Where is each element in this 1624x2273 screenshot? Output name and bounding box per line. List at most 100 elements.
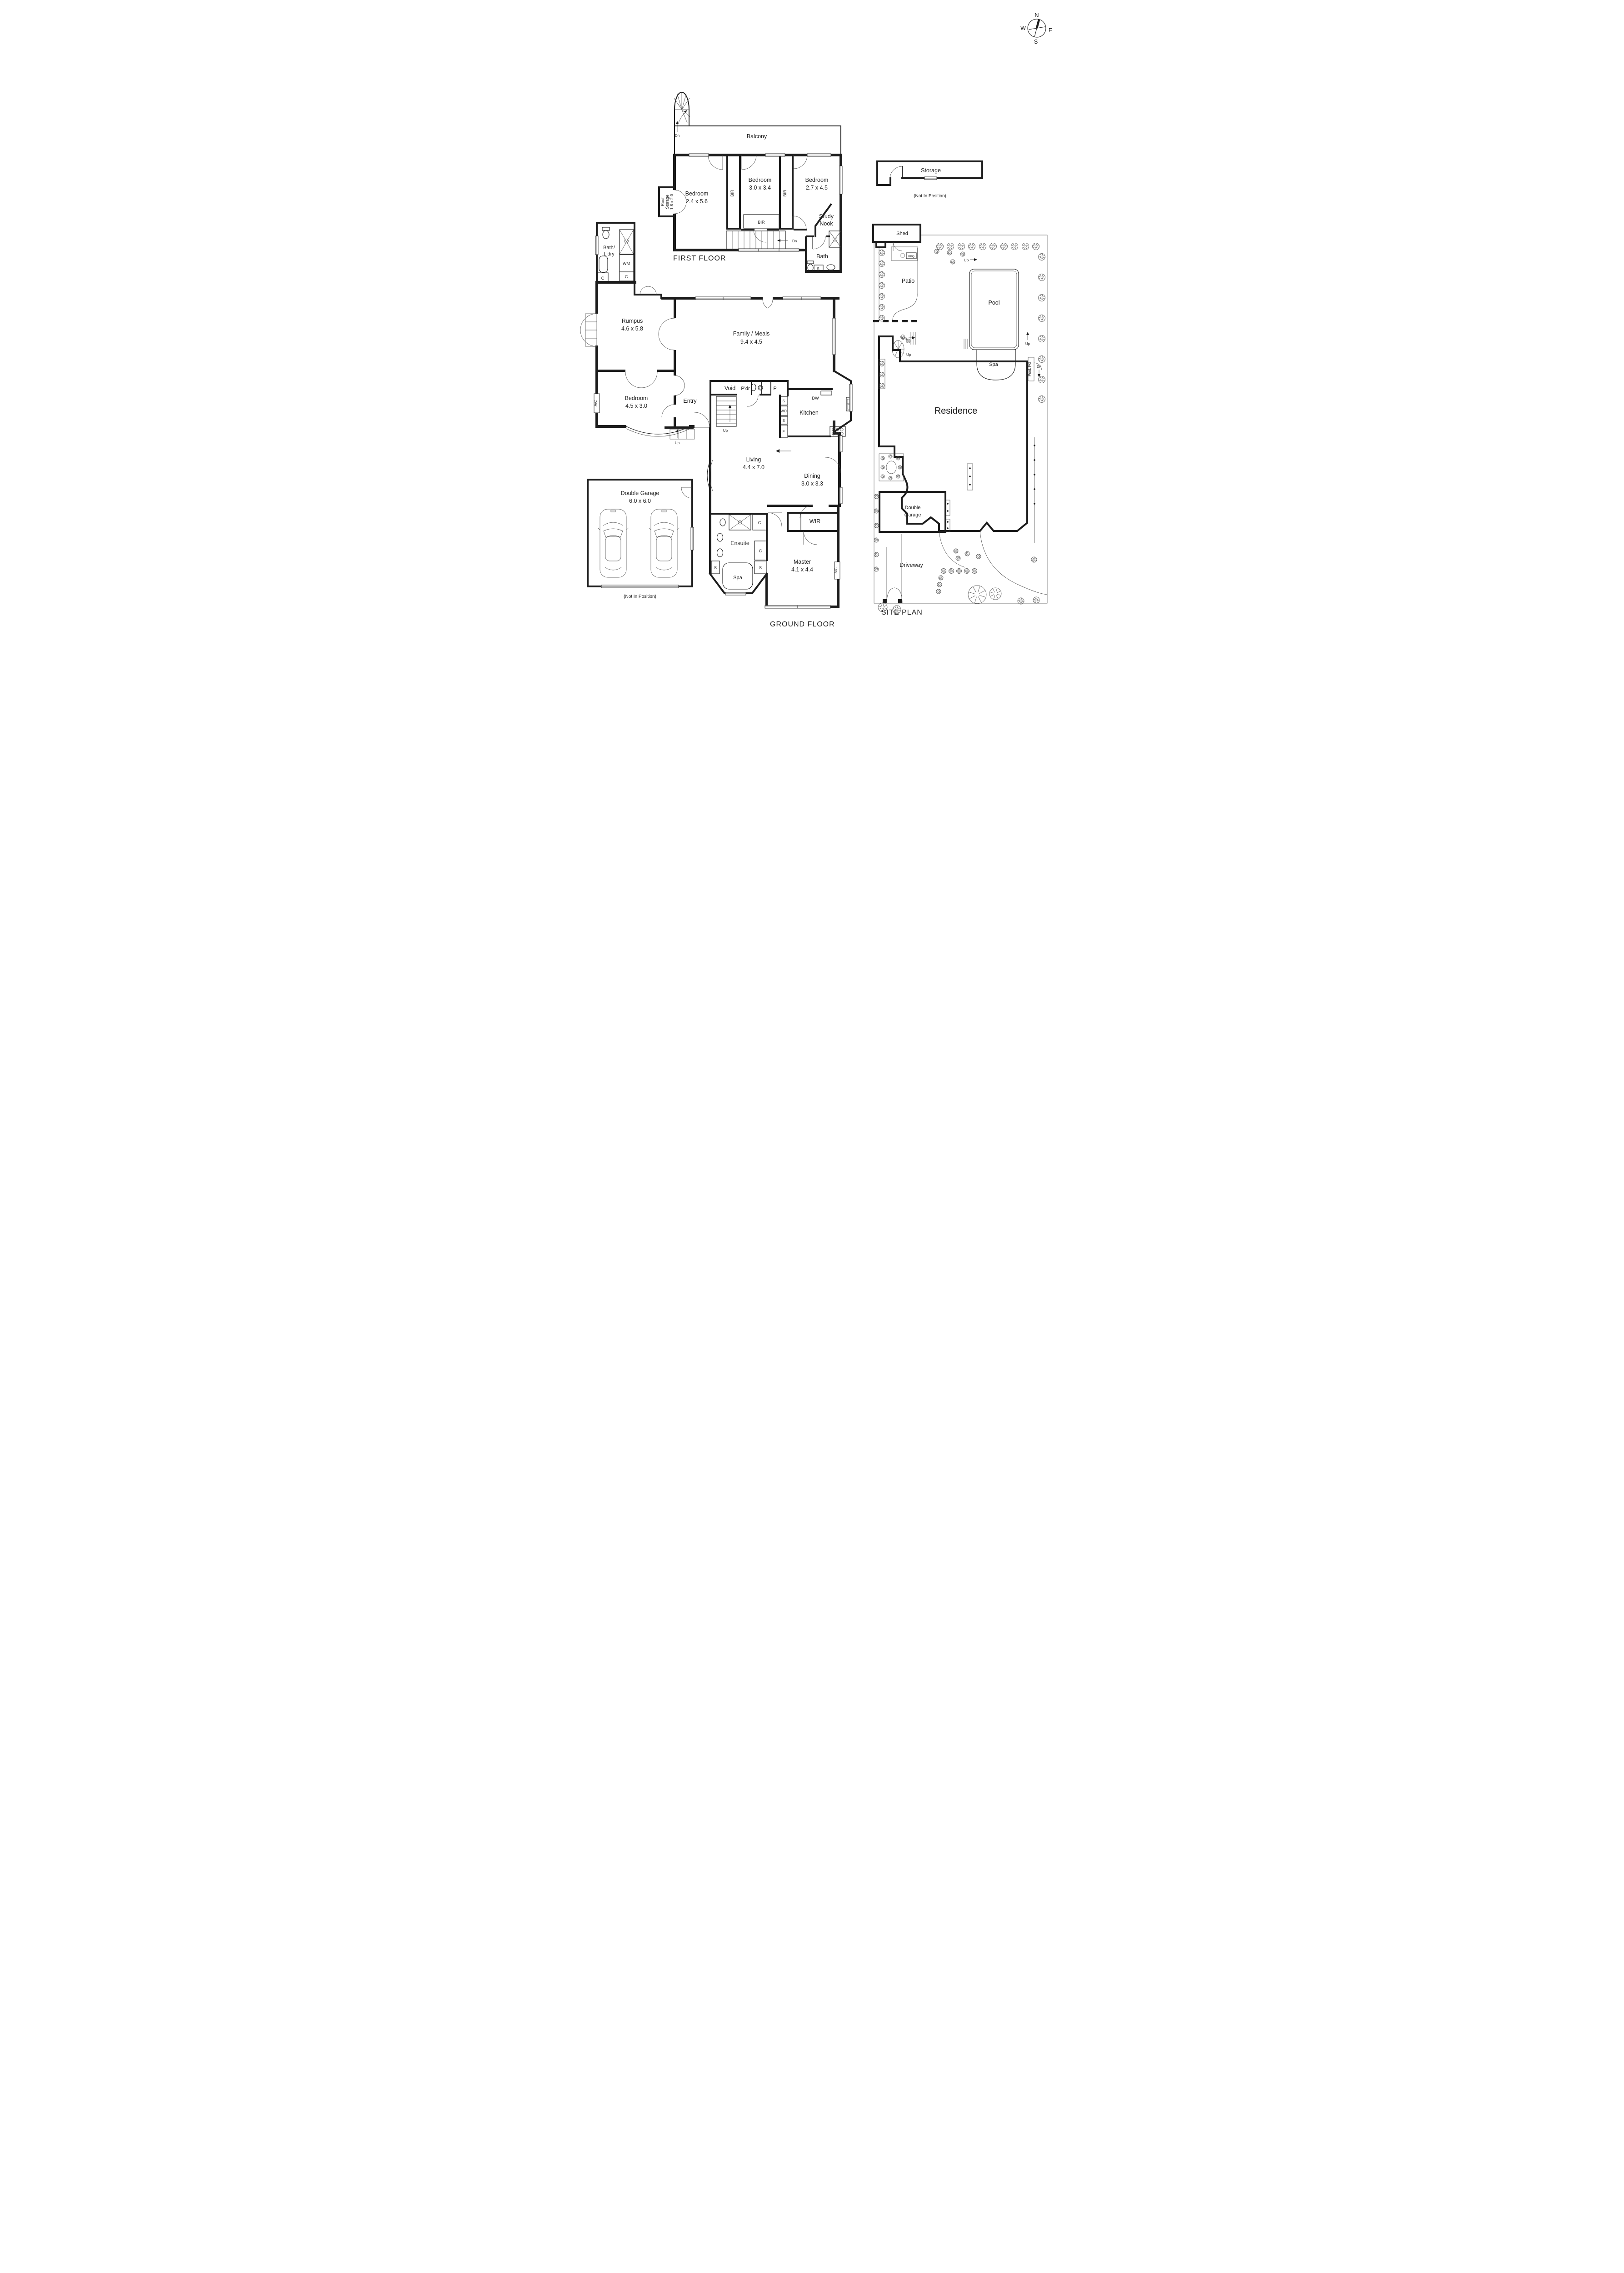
gf-family-dims: 9.4 x 4.5 <box>740 339 762 345</box>
car-icon <box>648 509 680 578</box>
kitchen-s2-label: S <box>782 419 785 423</box>
tree-icon <box>1038 315 1045 322</box>
tree-icon <box>989 587 1002 600</box>
roof-storage-line1: Roof <box>660 197 665 206</box>
kitchen-wo-label: WO <box>780 409 787 413</box>
gf-master-ac: A/C <box>834 567 838 574</box>
site-garage-line1: Double <box>905 505 921 511</box>
site-up-steps-label: Up <box>964 258 969 262</box>
tree-icon <box>1038 355 1045 363</box>
gf-p-label: P <box>773 386 776 391</box>
site-up-spiral-label: Up <box>906 353 911 357</box>
tree-icon <box>879 383 884 388</box>
tree-icon <box>1000 243 1008 250</box>
ff-bed3-dims: 2.7 x 4.5 <box>806 185 828 191</box>
ff-bed1-dims: 2.4 x 5.6 <box>686 198 708 205</box>
ff-bir1-label: BIR <box>730 190 735 197</box>
tree-icon <box>1038 253 1045 260</box>
gf-entry-label: Entry <box>683 398 697 404</box>
tree-icon <box>1038 376 1045 383</box>
ff-bed2-dims: 3.0 x 3.4 <box>749 185 771 191</box>
gf-rumpus-label: Rumpus <box>622 318 643 324</box>
gf-stairs-icon: Up <box>716 396 737 433</box>
car-icon <box>597 509 629 578</box>
ff-bed1-label: Bedroom <box>685 190 709 197</box>
tree-icon <box>1011 243 1018 250</box>
ground-floor-plan: Bath/ L'dry WM C C <box>580 222 852 628</box>
tree-icon <box>874 508 879 514</box>
site-garage-line2: Garage <box>904 512 921 518</box>
ff-bath-s-label: S <box>817 267 819 271</box>
gf-rumpus-dims: 4.6 x 5.8 <box>621 325 643 332</box>
gf-entry-up-label: Up <box>675 441 680 445</box>
residence-outline <box>878 335 1028 532</box>
site-pool-label: Pool <box>988 300 999 306</box>
ff-stairs-dn-label: Dn <box>792 239 797 243</box>
ff-bed3-label: Bedroom <box>805 177 829 183</box>
tree-icon <box>956 568 962 574</box>
spiral-dn-label: Dn <box>675 134 680 138</box>
tree-icon <box>879 260 885 267</box>
tree-icon <box>879 282 885 289</box>
gf-family-label: Family / Meals <box>733 330 770 337</box>
gf-spa-label: Spa <box>733 575 742 581</box>
tree-icon <box>900 335 905 339</box>
gf-garage-note: (Not In Position) <box>624 594 656 599</box>
compass-icon: N W E S <box>1020 12 1052 45</box>
balcony-label: Balcony <box>747 133 767 140</box>
tree-icon <box>880 456 885 461</box>
tree-icon <box>880 474 885 479</box>
tree-icon <box>896 456 900 461</box>
ff-stairs-icon: Dn <box>726 230 797 250</box>
compass-n: N <box>1034 12 1039 19</box>
gf-pdr-label: P'dr <box>741 386 750 391</box>
site-garage-outline <box>879 491 946 533</box>
kitchen-dw-label: DW <box>812 396 819 401</box>
tree-icon <box>972 568 977 574</box>
tree-icon <box>892 605 901 614</box>
tree-icon <box>879 271 885 278</box>
tree-icon <box>896 474 900 479</box>
tree-icon <box>1038 396 1045 403</box>
gf-c3-label: C <box>758 521 761 525</box>
tree-icon <box>879 250 885 256</box>
gf-master-label: Master <box>794 559 811 565</box>
tree-icon <box>941 568 946 574</box>
balcony-outline <box>674 125 841 155</box>
ff-study-line2: Nook <box>819 220 833 227</box>
tree-icon <box>1038 294 1045 301</box>
roof-storage-line2: Storage <box>665 195 670 209</box>
gf-bedroom-ac: A/C <box>594 400 598 406</box>
tree-icon <box>947 250 952 255</box>
gf-garage-dims: 6.0 x 6.0 <box>629 498 651 504</box>
tree-icon <box>879 304 885 310</box>
kitchen-s1-label: S <box>782 399 785 403</box>
ff-bath-label: Bath <box>816 253 828 260</box>
tree-icon <box>936 589 941 594</box>
site-patio-label: Patio <box>902 278 915 284</box>
roof-storage-dims: 1.8 x 2.0 <box>670 194 674 210</box>
gf-s3-label: S <box>714 566 717 570</box>
site-poolfg-label: PooL FG <box>1028 362 1032 376</box>
first-floor-plan: Dn Balcony BIR <box>658 92 842 273</box>
tree-icon <box>950 259 955 265</box>
tree-icon <box>968 585 987 604</box>
gf-stairs-up-label: Up <box>723 429 728 433</box>
tree-icon <box>979 243 986 250</box>
tree-icon <box>934 249 939 254</box>
first-floor-title: FIRST FLOOR <box>673 255 726 262</box>
tree-icon <box>938 575 944 581</box>
roof-storage: Roof Storage 1.8 x 2.0 <box>658 186 687 217</box>
annex-storage-label: Storage <box>921 167 941 174</box>
tree-icon <box>879 361 884 366</box>
site-residence-label: Residence <box>934 406 978 416</box>
ff-bir2-label: BIR <box>783 190 787 197</box>
tree-icon <box>888 476 893 481</box>
tree-icon <box>874 523 879 528</box>
gf-bath-fixtures <box>597 227 634 283</box>
ground-floor-title: GROUND FLOOR <box>770 621 835 628</box>
ff-bath-fixtures: S <box>807 230 841 272</box>
gf-wir-label: WIR <box>810 518 820 525</box>
gf-dining-label: Dining <box>804 473 820 479</box>
kitchen-f-label: F <box>783 430 785 434</box>
